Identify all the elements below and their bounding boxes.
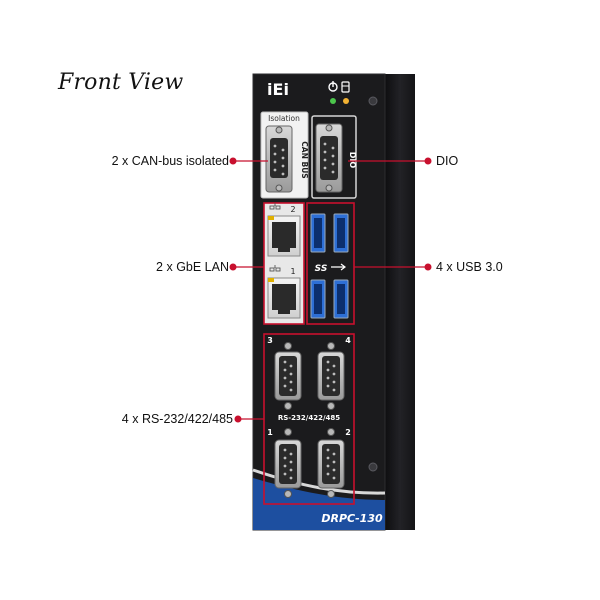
svg-text:1: 1 [267,428,273,437]
usb-panel [306,202,355,325]
svg-text:2: 2 [290,205,295,214]
dio-panel [311,115,357,199]
callout-dot-dio [424,157,432,165]
svg-text:1: 1 [290,267,295,276]
panel-screw [368,96,378,472]
callout-dot-usb [424,263,432,271]
svg-text:3: 3 [267,336,273,345]
svg-text:CAN BUS: CAN BUS [300,141,309,178]
svg-text:SS: SS [315,264,328,274]
can-bus-connector [265,125,293,193]
usb-superspeed-icon: SS [315,263,346,274]
callout-serial-label: 4 x RS-232/422/485 [121,412,233,426]
dio-connector [315,123,343,193]
callout-usb-label: 4 x USB 3.0 [436,260,503,274]
power-led [330,98,336,104]
usb-port [310,213,349,319]
callout-lan-label: 2 x GbE LAN [156,260,229,274]
storage-icon [341,81,350,93]
serial-port-4 [317,342,345,410]
serial-port-3 [274,342,302,410]
callout-dio-label: DIO [436,154,459,168]
lan-port-2 [267,215,301,257]
serial-port-2 [317,428,345,498]
network-icon [269,203,281,272]
svg-text:iEi: iEi [267,80,289,99]
brand-logo: iEi [261,79,295,99]
callout-dot-serial [234,415,242,423]
callout-dot-lan [229,263,237,271]
callout-dot-can-bus [229,157,237,165]
model-name: DRPC-130 [321,512,383,525]
serial-port-1 [274,428,302,498]
chassis-side [385,74,415,530]
svg-text:Isolation: Isolation [268,114,300,123]
serial-panel-label: RS-232/422/485 [278,414,340,422]
page-title: Front View [58,70,184,95]
storage-led [343,98,349,104]
callout-lines [229,157,432,423]
callout-can-bus-label: 2 x CAN-bus isolated [111,154,229,168]
lan-port-1 [267,277,301,319]
svg-text:DIO: DIO [348,152,357,169]
svg-text:4: 4 [345,336,351,345]
power-icon [328,81,338,92]
svg-text:2: 2 [345,428,351,437]
